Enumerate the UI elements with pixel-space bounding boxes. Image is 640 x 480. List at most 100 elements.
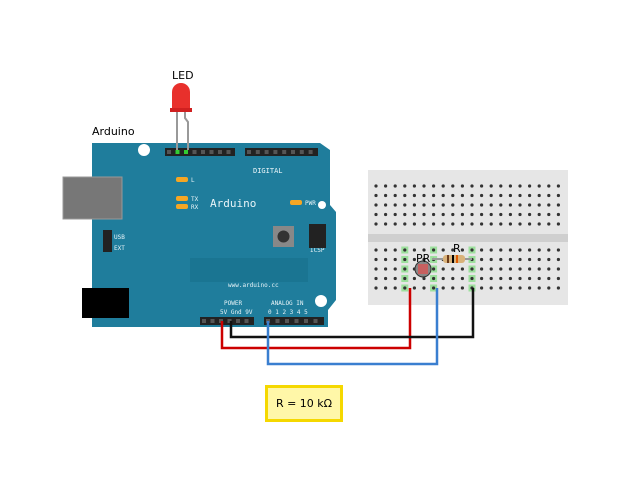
breadboard-hole <box>374 193 378 198</box>
breadboard-hole <box>489 203 493 207</box>
breadboard-hole <box>412 222 416 226</box>
power-header <box>200 317 254 325</box>
breadboard-hole <box>499 184 503 188</box>
breadboard-hole <box>393 193 397 198</box>
breadboard-hole <box>489 248 493 252</box>
breadboard-hole <box>480 212 484 217</box>
header-pin <box>291 150 295 154</box>
breadboard-hole <box>451 203 455 207</box>
breadboard-hole <box>384 203 388 207</box>
breadboard-hole <box>480 276 484 281</box>
header-pin <box>209 150 214 154</box>
breadboard-hole <box>470 276 474 281</box>
header-pin <box>202 319 206 323</box>
breadboard-hole <box>441 248 445 252</box>
breadboard-hole <box>508 203 512 207</box>
breadboard-hole <box>451 222 455 226</box>
breadboard-hole <box>432 184 436 188</box>
breadboard-hole <box>460 248 464 252</box>
breadboard-hole <box>412 184 416 188</box>
breadboard-hole <box>441 203 445 207</box>
breadboard-hole <box>528 267 532 271</box>
breadboard-hole <box>460 222 464 226</box>
brand-text: Arduino <box>210 197 256 210</box>
breadboard-hole <box>480 286 484 290</box>
breadboard-hole <box>441 267 445 271</box>
header-pin <box>175 150 180 154</box>
breadboard-hole <box>528 248 532 252</box>
breadboard-hole <box>422 276 426 281</box>
breadboard-hole <box>441 222 445 226</box>
pwr-sel-jumper[interactable] <box>103 230 112 252</box>
breadboard-hole <box>518 203 522 207</box>
breadboard-hole <box>393 286 397 290</box>
breadboard-hole <box>556 267 561 271</box>
breadboard-hole <box>556 193 561 198</box>
breadboard-hole <box>470 184 474 188</box>
digital-header-left <box>165 148 235 156</box>
breadboard-hole <box>403 257 407 262</box>
breadboard-hole <box>422 222 426 226</box>
usb-label: USB <box>114 234 125 241</box>
breadboard-hole <box>470 248 474 252</box>
breadboard-hole <box>460 193 464 198</box>
breadboard-hole <box>432 286 436 290</box>
led <box>170 83 192 150</box>
digital-label: DIGITAL <box>253 167 283 175</box>
power-pins-label: 5V Gnd 9V <box>220 309 253 316</box>
breadboard-hole <box>403 222 407 226</box>
breadboard-hole <box>537 222 541 226</box>
breadboard-hole <box>556 203 561 207</box>
breadboard-hole <box>508 212 512 217</box>
breadboard-hole <box>528 286 532 290</box>
breadboard-hole <box>518 184 522 188</box>
breadboard-hole <box>518 257 522 262</box>
breadboard-hole <box>499 286 503 290</box>
breadboard-hole <box>489 212 493 217</box>
breadboard-hole <box>556 248 561 252</box>
breadboard-hole <box>441 212 445 217</box>
header-pin <box>273 150 278 154</box>
breadboard-hole <box>480 203 484 207</box>
breadboard-hole <box>384 248 388 252</box>
breadboard-hole <box>528 222 532 226</box>
breadboard-hole <box>451 286 455 290</box>
note-text: R = 10 kΩ <box>275 397 333 410</box>
analog-header <box>264 317 324 325</box>
breadboard-hole <box>470 212 474 217</box>
breadboard-hole <box>432 193 436 198</box>
header-pin <box>285 319 289 323</box>
header-pin <box>226 150 231 154</box>
breadboard-hole <box>412 193 416 198</box>
breadboard-hole <box>403 184 407 188</box>
wire-gnd-black <box>229 288 475 339</box>
breadboard-hole <box>393 276 397 281</box>
breadboard-hole <box>547 286 551 290</box>
breadboard-hole <box>422 212 426 217</box>
url-text: www.arduino.cc <box>228 282 279 289</box>
breadboard-hole <box>422 286 426 290</box>
breadboard-hole <box>393 212 397 217</box>
header-pin <box>184 150 188 154</box>
breadboard-hole <box>518 276 522 281</box>
breadboard-hole <box>384 257 388 262</box>
breadboard-hole <box>393 184 397 188</box>
breadboard-hole <box>412 248 416 252</box>
breadboard-hole <box>537 212 541 217</box>
breadboard-hole <box>393 248 397 252</box>
breadboard-hole <box>412 212 416 217</box>
icsp-label: ICSP <box>310 247 325 254</box>
breadboard-hole <box>499 257 503 262</box>
breadboard-hole <box>384 212 388 217</box>
breadboard-hole <box>441 276 445 281</box>
breadboard-hole <box>537 184 541 188</box>
breadboard-hole <box>460 184 464 188</box>
header-pin <box>313 319 318 323</box>
breadboard-hole <box>499 193 503 198</box>
breadboard-hole <box>384 267 388 271</box>
breadboard-hole <box>547 212 551 217</box>
breadboard-hole <box>480 248 484 252</box>
breadboard-hole <box>374 203 378 207</box>
breadboard-hole <box>480 184 484 188</box>
